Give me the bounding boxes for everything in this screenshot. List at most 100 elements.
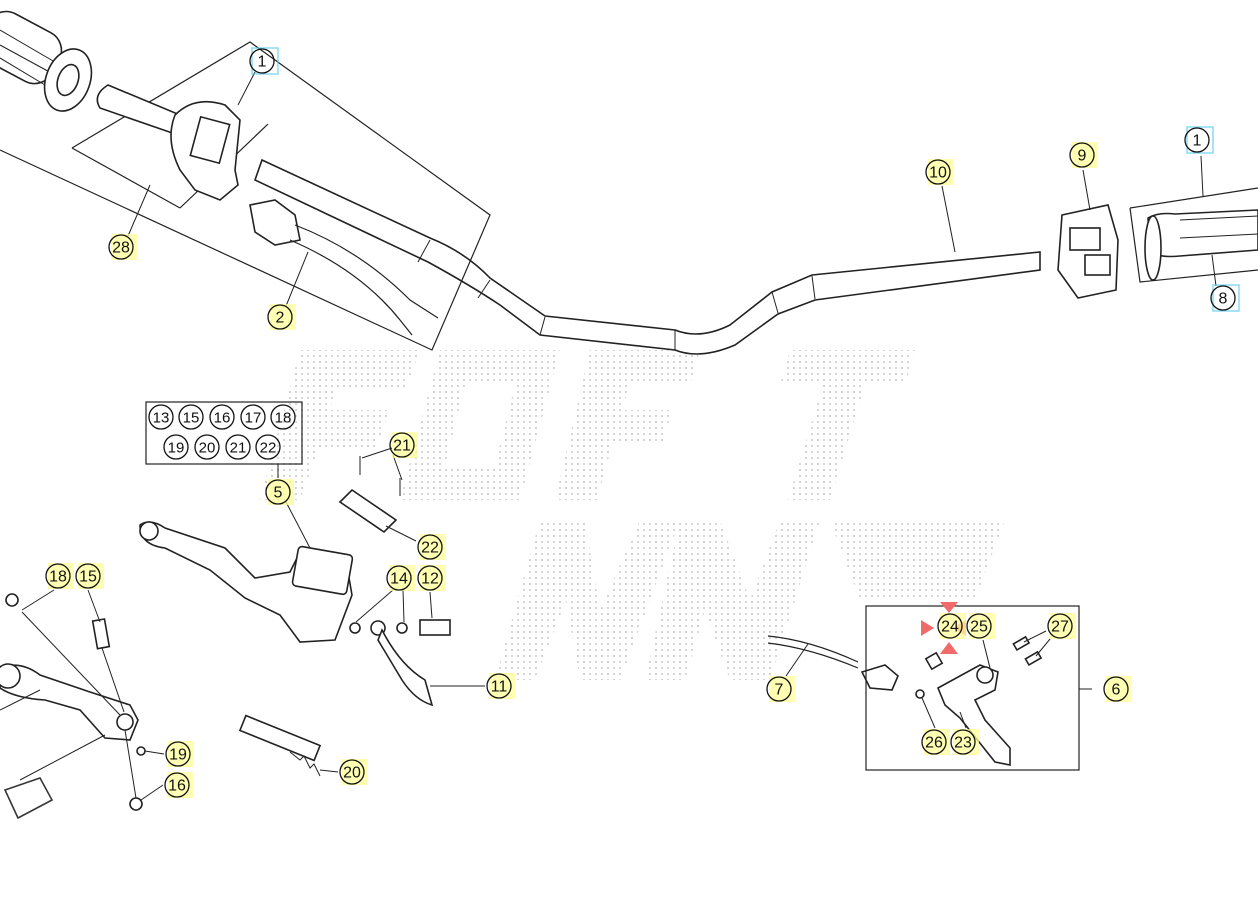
callout-number: 14 bbox=[390, 571, 408, 588]
callout-21: 21 bbox=[389, 432, 418, 458]
callout-10: 10 bbox=[925, 159, 954, 185]
group-item-circle bbox=[163, 434, 189, 460]
callout-14: 14 bbox=[386, 565, 415, 591]
callout-22: 22 bbox=[417, 534, 446, 560]
group-item-number: 22 bbox=[260, 440, 277, 457]
callout-circle bbox=[45, 563, 71, 589]
callout-circle bbox=[766, 676, 792, 702]
callout-number: 7 bbox=[775, 682, 784, 699]
group-item-number: 16 bbox=[214, 410, 231, 427]
switch-connector bbox=[249, 199, 439, 336]
callout-circle bbox=[265, 479, 291, 505]
callout-16: 16 bbox=[164, 772, 193, 798]
adjuster-pin bbox=[238, 714, 322, 777]
callout-19: 19 bbox=[165, 741, 194, 767]
callout-28: 28 bbox=[108, 234, 137, 260]
group-item-19: 19 bbox=[163, 434, 189, 460]
callout-circle bbox=[921, 729, 947, 755]
callout-number: 16 bbox=[168, 778, 186, 795]
group-item-circle bbox=[270, 404, 296, 430]
callout-number: 21 bbox=[393, 438, 411, 455]
callout-number: 27 bbox=[1051, 619, 1069, 636]
group-item-21: 21 bbox=[225, 434, 251, 460]
callout-number: 20 bbox=[343, 765, 361, 782]
group-item-18: 18 bbox=[270, 404, 296, 430]
callout-24: 24 bbox=[937, 613, 966, 639]
group-item-circle bbox=[255, 434, 281, 460]
callout-circle bbox=[1103, 676, 1129, 702]
callout-circle bbox=[486, 673, 512, 699]
callout-1: 1 bbox=[249, 47, 279, 75]
callout-number: 10 bbox=[929, 165, 947, 182]
right-switch-and-grip bbox=[1057, 187, 1258, 299]
callout-circle bbox=[1210, 285, 1236, 311]
group-item-number: 15 bbox=[183, 410, 200, 427]
callout-number: 15 bbox=[79, 569, 97, 586]
callout-9: 9 bbox=[1069, 142, 1098, 168]
group-item-number: 20 bbox=[199, 440, 216, 457]
callout-number: 19 bbox=[169, 747, 187, 764]
callout-circle bbox=[249, 48, 275, 74]
callout-highlight bbox=[1212, 284, 1240, 312]
callout-1: 1 bbox=[1184, 126, 1214, 154]
group-item-17: 17 bbox=[240, 404, 266, 430]
watermark bbox=[260, 350, 1005, 680]
group-item-16: 16 bbox=[209, 404, 235, 430]
master-cylinder-group bbox=[145, 401, 303, 465]
callout-6: 6 bbox=[1103, 676, 1132, 702]
group-item-13: 13 bbox=[148, 404, 174, 430]
callout-circle bbox=[386, 565, 412, 591]
callout-number: 22 bbox=[421, 540, 439, 557]
callout-number: 28 bbox=[112, 240, 130, 257]
callout-highlight bbox=[251, 47, 279, 75]
callout-number: 18 bbox=[49, 569, 67, 586]
callout-12: 12 bbox=[417, 565, 446, 591]
leader-lines bbox=[0, 71, 1217, 801]
group-item-circle bbox=[209, 404, 235, 430]
callout-number: 24 bbox=[941, 619, 959, 636]
callout-circle bbox=[937, 613, 963, 639]
callout-number: 5 bbox=[274, 485, 283, 502]
clutch-lever-left bbox=[0, 593, 146, 820]
group-item-15: 15 bbox=[178, 404, 204, 430]
brake-master-cylinder bbox=[139, 456, 451, 707]
callout-circle bbox=[417, 534, 443, 560]
group-item-number: 17 bbox=[245, 410, 262, 427]
callout-circle bbox=[165, 741, 191, 767]
callout-number: 1 bbox=[258, 54, 267, 71]
callout-highlight bbox=[1186, 126, 1214, 154]
group-items: 13 15 16 17 18 19 20 21 22 bbox=[148, 404, 296, 460]
callout-2: 2 bbox=[267, 304, 296, 330]
callout-25: 25 bbox=[966, 613, 995, 639]
callout-number: 8 bbox=[1219, 291, 1228, 308]
callout-number: 2 bbox=[276, 310, 285, 327]
group-item-circle bbox=[178, 404, 204, 430]
callout-20: 20 bbox=[339, 759, 368, 785]
callout-circle bbox=[1184, 127, 1210, 153]
callout-circle bbox=[1069, 142, 1095, 168]
group-item-circle bbox=[240, 404, 266, 430]
callout-26: 26 bbox=[921, 729, 950, 755]
callout-number: 11 bbox=[491, 679, 508, 696]
callout-15: 15 bbox=[75, 563, 104, 589]
group-item-number: 19 bbox=[168, 440, 185, 457]
callout-number: 26 bbox=[925, 735, 943, 752]
callout-number: 6 bbox=[1112, 682, 1121, 699]
callout-circle bbox=[417, 565, 443, 591]
clutch-cable bbox=[767, 635, 899, 691]
group-item-number: 21 bbox=[230, 440, 247, 457]
callout-27: 27 bbox=[1047, 613, 1076, 639]
group-item-20: 20 bbox=[194, 434, 220, 460]
callout-5: 5 bbox=[265, 479, 294, 505]
callout-circle bbox=[925, 159, 951, 185]
callout-circle bbox=[75, 563, 101, 589]
callout-circle bbox=[164, 772, 190, 798]
callout-circle bbox=[108, 234, 134, 260]
handlebar bbox=[254, 158, 1041, 355]
callout-number: 23 bbox=[954, 735, 972, 752]
callout-18: 18 bbox=[45, 563, 74, 589]
callout-circle bbox=[339, 759, 365, 785]
callout-23: 23 bbox=[950, 729, 979, 755]
